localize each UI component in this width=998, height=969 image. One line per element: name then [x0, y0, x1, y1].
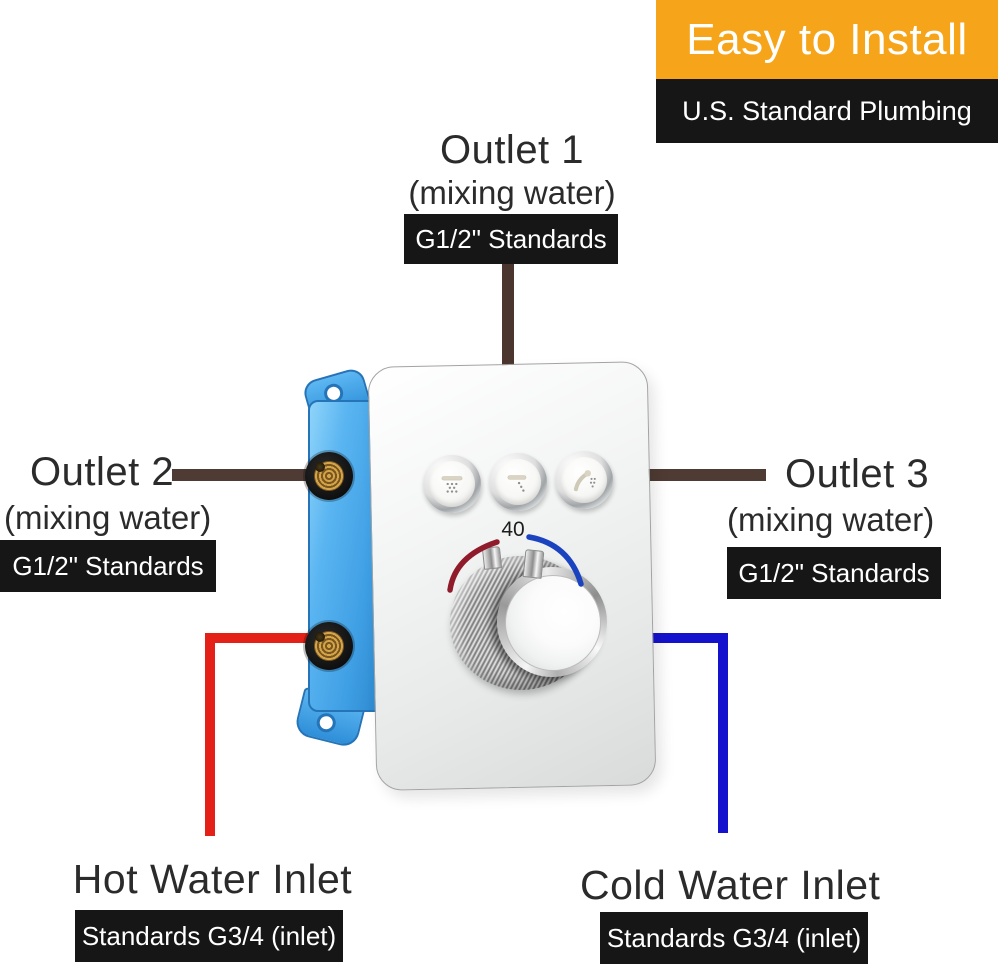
us-standard-plumbing-banner: U.S. Standard Plumbing: [656, 79, 998, 143]
hot-inlet-port: [305, 622, 353, 670]
cold-inlet-title: Cold Water Inlet: [580, 862, 881, 908]
outlet2-connector-line: [172, 469, 318, 481]
outlet3-standard-badge: G1/2" Standards: [727, 547, 941, 599]
outlet1-title: Outlet 1: [439, 128, 585, 172]
hot-inlet-pipe-horizontal: [205, 633, 317, 643]
button-face: [495, 459, 541, 505]
rain-shower-icon: [441, 476, 463, 493]
cold-inlet-standard-badge: Standards G3/4 (inlet): [600, 912, 868, 964]
outlet1-connector-line: [502, 264, 514, 368]
cold-arc-icon: [526, 534, 584, 587]
outlet3-title: Outlet 3: [785, 452, 930, 496]
hand-shower-icon: [573, 470, 596, 492]
hot-inlet-pipe-vertical: [205, 633, 215, 836]
rain-shower-button: [423, 455, 481, 513]
temperature-knob-face: [505, 575, 601, 671]
outlet2-standard-badge: G1/2" Standards: [0, 540, 216, 592]
outlet1-standard-badge: G1/2" Standards: [404, 214, 618, 264]
temperature-value: 40: [501, 518, 525, 541]
outlet2-port: [305, 452, 353, 500]
port-hole-icon: [315, 462, 325, 472]
outlet2-subtitle: (mixing water): [4, 499, 212, 536]
button-face: [429, 461, 475, 507]
waterfall-spout-icon: [507, 475, 527, 492]
mounting-hole-icon: [314, 711, 338, 735]
outlet1-subtitle: (mixing water): [408, 174, 616, 211]
hot-arc-icon: [447, 539, 500, 593]
easy-install-banner: Easy to Install: [656, 0, 998, 79]
button-face: [561, 457, 607, 503]
outlet3-subtitle: (mixing water): [727, 501, 935, 538]
outlet2-title: Outlet 2: [30, 450, 175, 494]
outlet3-connector-line: [648, 469, 766, 481]
port-hole-icon: [315, 632, 325, 642]
cold-inlet-pipe-horizontal: [642, 633, 728, 643]
hot-inlet-standard-badge: Standards G3/4 (inlet): [75, 910, 343, 962]
temperature-scale-arcs: [447, 534, 584, 593]
cold-inlet-pipe-vertical: [718, 633, 728, 833]
waterfall-spout-button: [489, 453, 547, 511]
hand-shower-button: [555, 451, 613, 509]
hot-inlet-title: Hot Water Inlet: [72, 856, 353, 902]
